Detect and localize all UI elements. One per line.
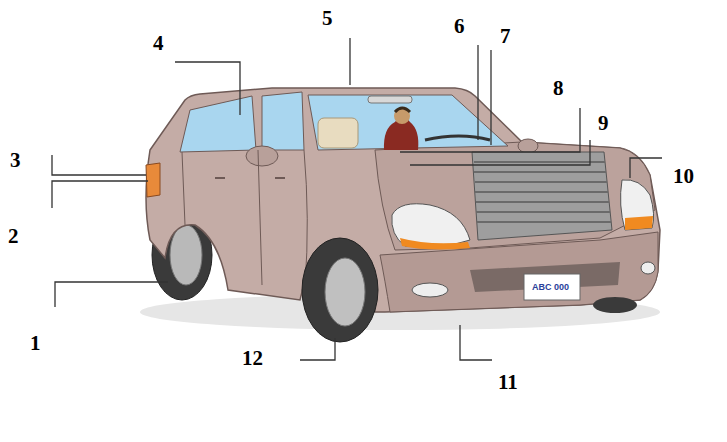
leader-lines [52,38,662,360]
turn-signal [625,216,653,230]
callout-number: 7 [500,26,511,47]
hood [375,142,655,250]
side-mirror [518,139,538,153]
turn-signal [400,238,470,250]
seat [318,118,358,148]
callout-number: 6 [454,16,465,37]
license-plate [524,274,580,300]
rear-view-mirror [368,96,412,103]
callout-number: 1 [30,333,41,354]
rear-rim [170,225,202,285]
front-wheel [302,238,378,342]
fog-light [641,262,655,274]
headlight [621,180,654,230]
callout-number: 2 [8,226,19,247]
right-wheel [593,297,637,313]
callout-number: 5 [322,8,333,29]
callout-number: 11 [498,372,518,393]
front-side-window [262,92,304,150]
steering-wheel [425,136,490,140]
callout-number: 9 [598,113,609,134]
side-mirror [246,146,278,166]
grille-bars [474,162,611,222]
driver-hair [395,108,410,112]
rear-side-window [180,96,256,152]
front-rim [325,258,365,326]
callout-number: 12 [242,348,263,369]
car-body [146,88,660,312]
callout-number: 4 [153,33,164,54]
fog-light [412,283,448,297]
callout-number: 8 [553,78,564,99]
driver-head [394,108,410,124]
door-lines [182,150,307,285]
tail-light [146,163,160,197]
door-handles [215,177,285,179]
callout-number: 10 [673,166,694,187]
callout-number: 3 [10,150,21,171]
plate-text: ABC 000 [532,283,569,292]
front-bumper [380,232,658,312]
